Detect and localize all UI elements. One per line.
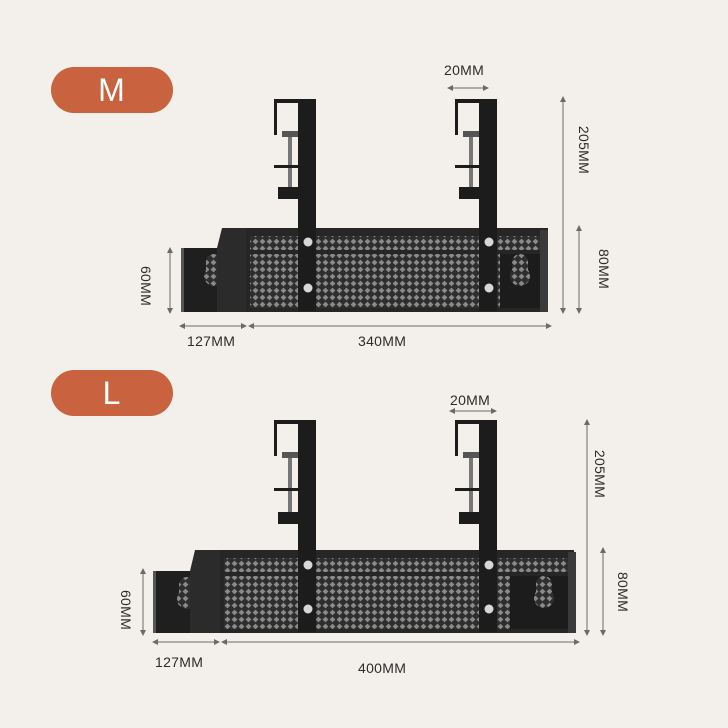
dim-basket-height-m: 80MM: [596, 248, 613, 290]
size-badge-l: L: [51, 370, 173, 416]
dim-side-width-m: 127MM: [187, 333, 236, 349]
dim-side-height-l: 60MM: [118, 589, 135, 631]
organizer-m: [167, 85, 582, 329]
clamp-bracket-left: [274, 420, 316, 632]
dim-length-l: 400MM: [358, 660, 407, 676]
organizer-l: [140, 408, 606, 645]
clamp-bracket-right: [455, 99, 497, 311]
dim-basket-height-l: 80MM: [615, 571, 632, 613]
dim-height-m: 205MM: [576, 125, 593, 175]
dimension-lines: [140, 408, 606, 645]
dim-side-height-m: 60MM: [138, 265, 155, 307]
dim-length-m: 340MM: [358, 333, 407, 349]
clamp-bracket-left: [274, 99, 316, 311]
dim-height-l: 205MM: [592, 449, 609, 499]
dim-side-width-l: 127MM: [155, 654, 204, 670]
dimension-lines: [167, 85, 582, 329]
dim-clamp-width-m: 20MM: [444, 62, 485, 78]
clamp-bracket-right: [455, 420, 497, 632]
size-badge-m: M: [51, 67, 173, 113]
dim-clamp-width-l: 20MM: [450, 392, 491, 408]
